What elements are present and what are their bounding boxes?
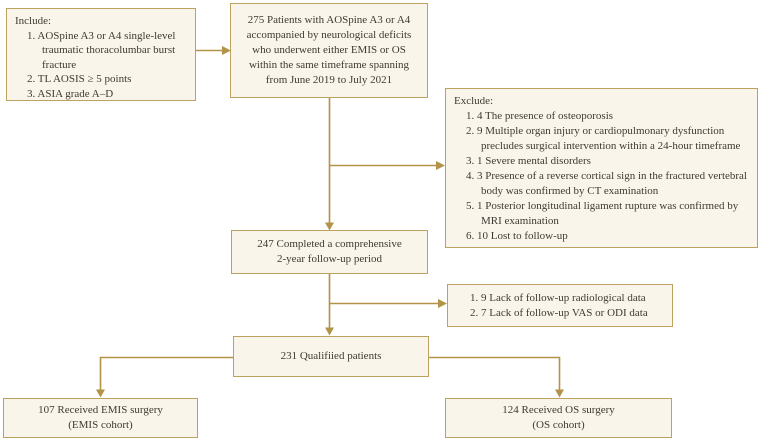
connector-qualified-to-emis xyxy=(96,356,233,398)
followup-247-line: 247 Completed a comprehensive xyxy=(257,238,402,250)
exclude-criteria-box: Exclude: 1. 4 The presence of osteoporos… xyxy=(445,88,758,248)
include-heading: Include: xyxy=(15,15,52,27)
os-cohort-box: 124 Received OS surgery (OS cohort) xyxy=(445,398,672,438)
emis-cohort-line: (EMIS cohort) xyxy=(68,419,133,431)
qualified-231-label: 231 Qualifiied patients xyxy=(280,350,382,362)
followup-247-box: 247 Completed a comprehensive 2-year fol… xyxy=(231,230,428,274)
patients-275-line: within the same timeframe spanning xyxy=(248,59,410,71)
include-item: 1. AOSpine A3 or A4 single-level traumat… xyxy=(27,29,176,71)
exclude-item: 2. 9 Multiple organ injury or cardiopulm… xyxy=(466,125,741,152)
connector-qualified-to-os xyxy=(429,356,564,398)
connector-patients-to-followup xyxy=(325,97,334,231)
exclude-item: 5. 1 Posterior longitudinal ligament rup… xyxy=(466,200,739,227)
emis-cohort-box: 107 Received EMIS surgery (EMIS cohort) xyxy=(3,398,198,438)
include-item: 2. TL AOSIS ≥ 5 points xyxy=(27,73,132,86)
include-item: 3. ASIA grade A–D xyxy=(27,87,114,100)
exclude-item: 4. 3 Presence of a reverse cortical sign… xyxy=(466,170,747,197)
os-cohort-line: 124 Received OS surgery xyxy=(502,404,615,416)
connector-patients-to-exclude xyxy=(329,161,445,170)
exclude-item: 1. 4 The presence of osteoporosis xyxy=(466,110,614,122)
qualified-231-box: 231 Qualifiied patients xyxy=(233,336,429,377)
patients-275-line: who underwent either EMIS or OS xyxy=(252,44,406,56)
patients-275-line: from June 2019 to July 2021 xyxy=(265,74,393,86)
exclude-heading: Exclude: xyxy=(454,95,494,107)
patients-275-line: 275 Patients with AOSpine A3 or A4 xyxy=(247,14,411,26)
patients-275-box: 275 Patients with AOSpine A3 or A4 accom… xyxy=(230,3,428,98)
lack-item: 2. 7 Lack of follow-up VAS or ODI data xyxy=(470,306,648,319)
emis-cohort-line: 107 Received EMIS surgery xyxy=(38,404,163,416)
os-cohort-line: (OS cohort) xyxy=(532,419,585,431)
include-criteria-box: Include: 1. AOSpine A3 or A4 single-leve… xyxy=(6,8,196,101)
followup-247-line: 2-year follow-up period xyxy=(276,253,383,265)
exclude-item: 6. 10 Lost to follow-up xyxy=(466,230,568,242)
connector-followup-to-lack xyxy=(329,299,447,308)
lack-item: 1. 9 Lack of follow-up radiological data xyxy=(470,291,646,304)
exclude-item: 3. 1 Severe mental disorders xyxy=(466,155,591,167)
connector-include-to-patients xyxy=(196,46,231,55)
include-list: 1. AOSpine A3 or A4 single-level traumat… xyxy=(15,29,189,102)
connector-followup-to-qualified xyxy=(325,273,334,336)
patients-275-line: accompanied by neurological deficits xyxy=(246,29,412,41)
lack-of-followup-box: 1. 9 Lack of follow-up radiological data… xyxy=(447,284,673,327)
exclude-list: 1. 4 The presence of osteoporosis 2. 9 M… xyxy=(454,109,751,244)
